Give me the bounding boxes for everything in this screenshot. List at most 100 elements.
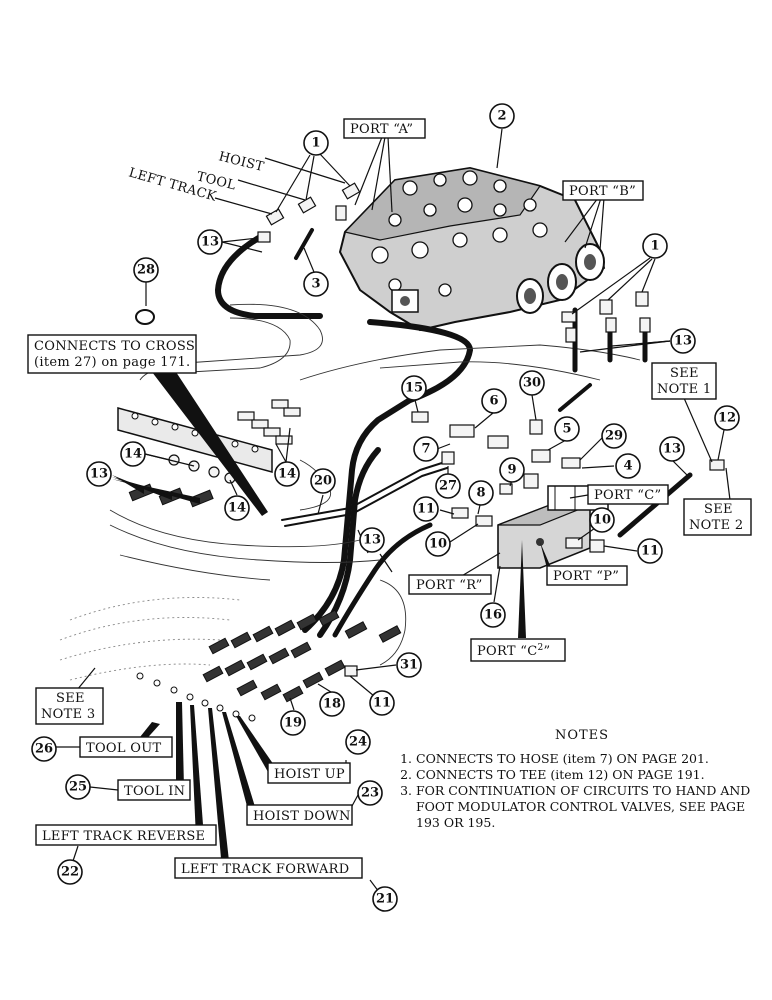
callout-number: 14 xyxy=(124,447,142,462)
svg-text:LEFT TRACK REVERSE: LEFT TRACK REVERSE xyxy=(42,829,205,844)
callout-number: 27 xyxy=(439,479,457,494)
callout-11: 11 xyxy=(369,690,395,716)
callout-circle xyxy=(310,468,336,494)
tool-out-label: TOOL OUT xyxy=(79,736,173,758)
callout-circle xyxy=(224,495,250,521)
port-c2-label: PORT “C2” xyxy=(470,638,566,662)
callout-9: 9 xyxy=(499,457,525,483)
callout-circle xyxy=(357,780,383,806)
callout-circle xyxy=(65,774,91,800)
svg-text:SEE: SEE xyxy=(56,691,85,706)
callout-22: 22 xyxy=(57,859,83,885)
callout-number: 18 xyxy=(323,697,341,712)
callout-number: 6 xyxy=(489,394,498,409)
callout-circle xyxy=(413,436,439,462)
callout-14: 14 xyxy=(274,461,300,487)
callout-number: 19 xyxy=(284,716,302,731)
callout-number: 12 xyxy=(718,411,736,426)
callout-number: 7 xyxy=(421,442,430,457)
callout-number: 14 xyxy=(278,467,296,482)
callout-5: 5 xyxy=(554,416,580,442)
svg-text:LEFT TRACK FORWARD: LEFT TRACK FORWARD xyxy=(181,862,349,877)
callout-number: 14 xyxy=(228,501,246,516)
port-p-label: PORT “P” xyxy=(546,565,628,586)
callout-number: 1 xyxy=(311,136,320,151)
svg-text:PORT “P”: PORT “P” xyxy=(553,569,619,584)
svg-text:PORT “C”: PORT “C” xyxy=(594,488,661,503)
callout-number: 8 xyxy=(476,486,485,501)
svg-text:NOTE 2: NOTE 2 xyxy=(689,518,743,533)
callout-24: 24 xyxy=(345,729,371,755)
callout-circle xyxy=(642,233,668,259)
callout-number: 28 xyxy=(137,263,155,278)
callout-25: 25 xyxy=(65,774,91,800)
port-r-label: PORT “R” xyxy=(408,574,492,595)
callout-1: 1 xyxy=(642,233,668,259)
callout-circle xyxy=(481,388,507,414)
note-item: CONNECTS TO TEE (item 12) ON PAGE 191. xyxy=(416,767,768,783)
callout-19: 19 xyxy=(280,710,306,736)
svg-text:SEE: SEE xyxy=(704,502,733,517)
callout-number: 23 xyxy=(361,786,379,801)
callout-circle xyxy=(480,602,506,628)
svg-text:NOTE 1: NOTE 1 xyxy=(657,382,711,397)
callout-number: 21 xyxy=(376,892,394,907)
callout-13: 13 xyxy=(86,461,112,487)
callout-11: 11 xyxy=(413,496,439,522)
callout-circle xyxy=(303,271,329,297)
callout-number: 4 xyxy=(623,459,632,474)
callout-circle xyxy=(31,736,57,762)
hoist-up-label: HOIST UP xyxy=(267,762,351,784)
callout-number: 10 xyxy=(593,513,611,528)
svg-text:TOOL OUT: TOOL OUT xyxy=(86,741,161,756)
callout-number: 13 xyxy=(90,467,108,482)
callout-26: 26 xyxy=(31,736,57,762)
callout-circle xyxy=(659,436,685,462)
callout-8: 8 xyxy=(468,480,494,506)
callout-circle xyxy=(274,461,300,487)
callout-number: 29 xyxy=(605,429,623,444)
callout-circle xyxy=(468,480,494,506)
callout-number: 3 xyxy=(311,277,320,292)
callout-circle xyxy=(369,690,395,716)
callout-circle xyxy=(435,473,461,499)
callout-13: 13 xyxy=(197,229,223,255)
callout-13: 13 xyxy=(359,527,385,553)
callout-circle xyxy=(303,130,329,156)
svg-text:NOTE 3: NOTE 3 xyxy=(41,707,95,722)
callout-15: 15 xyxy=(401,375,427,401)
svg-text:PORT “B”: PORT “B” xyxy=(569,184,636,199)
callout-number: 1 xyxy=(650,239,659,254)
callout-12: 12 xyxy=(714,405,740,431)
control-valve-assembly xyxy=(338,166,606,332)
notes-section: NOTES CONNECTS TO HOSE (item 7) ON PAGE … xyxy=(396,728,768,831)
callout-circle xyxy=(554,416,580,442)
callout-circle xyxy=(359,527,385,553)
svg-text:HOIST UP: HOIST UP xyxy=(274,767,345,782)
callout-number: 11 xyxy=(641,544,659,559)
callout-13: 13 xyxy=(659,436,685,462)
callout-circle xyxy=(637,538,663,564)
callout-4: 4 xyxy=(615,453,641,479)
callout-number: 30 xyxy=(523,376,541,391)
callout-10: 10 xyxy=(425,531,451,557)
callout-23: 23 xyxy=(357,780,383,806)
see-note-1-label: SEE NOTE 1 xyxy=(651,362,717,400)
callout-28: 28 xyxy=(133,257,159,283)
callout-circle xyxy=(319,691,345,717)
port-b-label: PORT “B” xyxy=(562,180,644,201)
callout-30: 30 xyxy=(519,370,545,396)
callout-16: 16 xyxy=(480,602,506,628)
callout-circle xyxy=(396,652,422,678)
callout-number: 9 xyxy=(507,463,516,478)
callout-7: 7 xyxy=(413,436,439,462)
callout-circle xyxy=(401,375,427,401)
see-note-2-label: SEE NOTE 2 xyxy=(683,498,752,536)
callout-circle xyxy=(86,461,112,487)
callout-number: 22 xyxy=(61,865,79,880)
callout-circle xyxy=(601,423,627,449)
callout-number: 13 xyxy=(663,442,681,457)
callout-circle xyxy=(280,710,306,736)
callout-number: 10 xyxy=(429,537,447,552)
